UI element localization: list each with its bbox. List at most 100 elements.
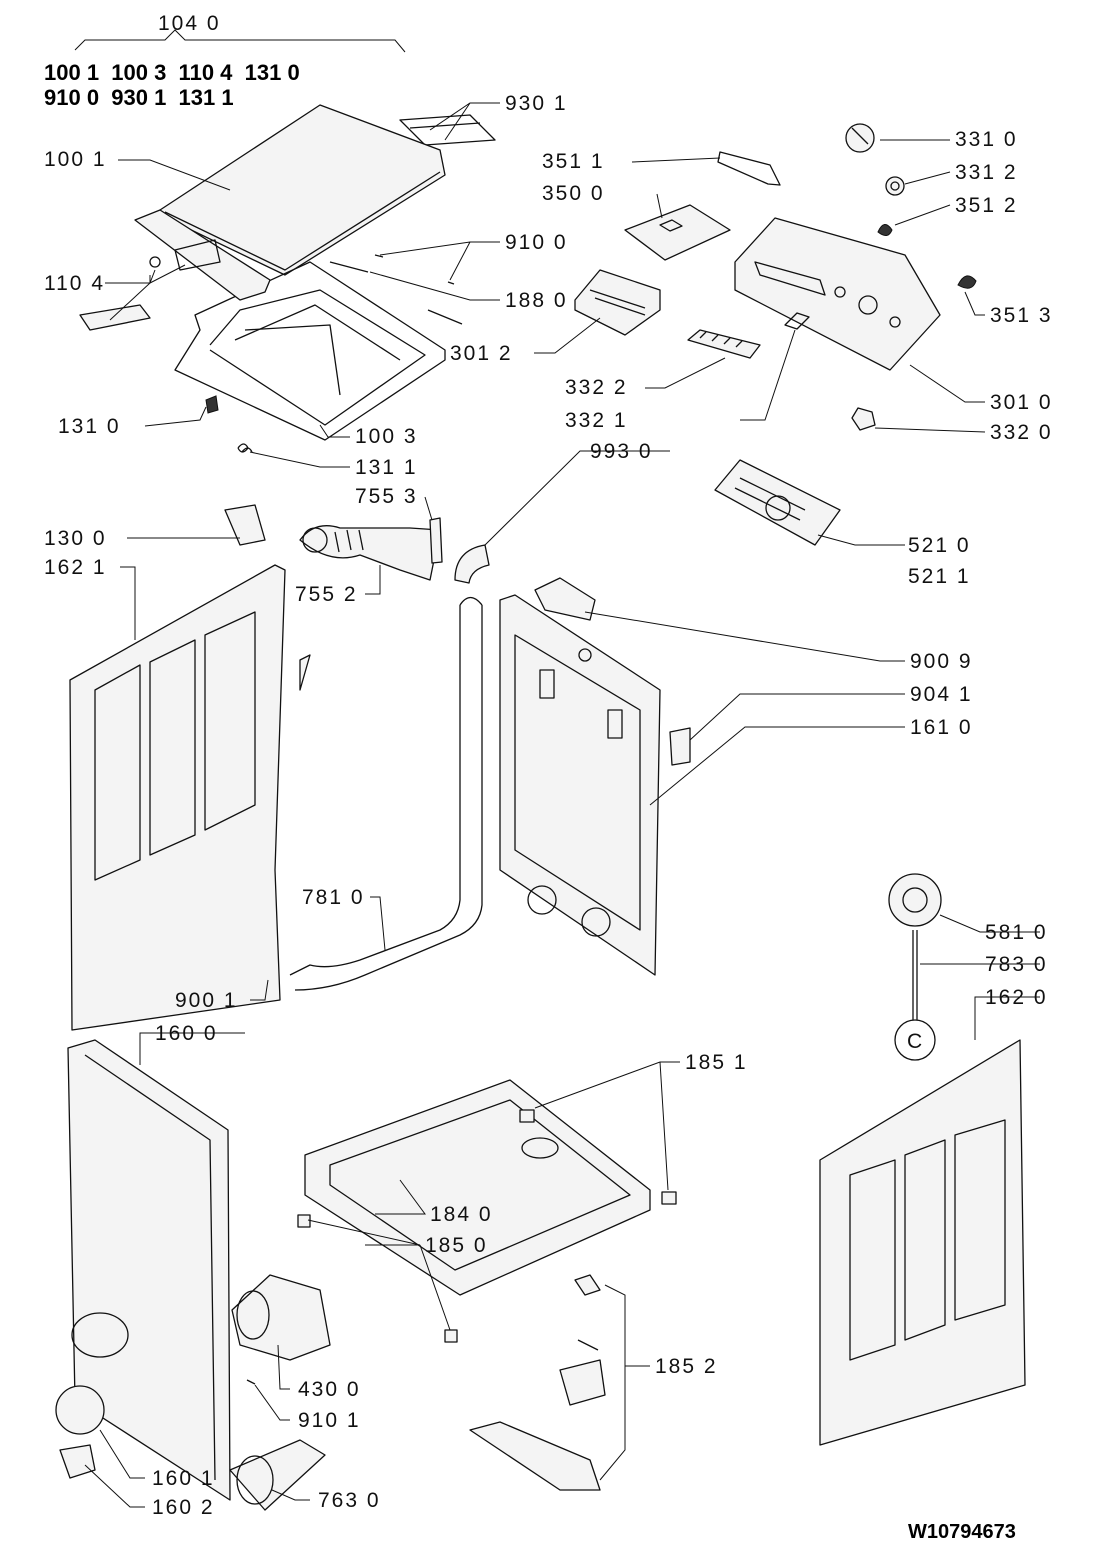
callout-331-0: 331 0 <box>955 128 1018 151</box>
part-185-0-left <box>297 1214 311 1228</box>
callout-185-0: 185 0 <box>425 1234 488 1257</box>
part-331-0 <box>845 123 875 153</box>
part-301-0 <box>734 217 941 371</box>
callout-783-0: 783 0 <box>985 953 1048 976</box>
callout-100-1: 100 1 <box>44 148 107 171</box>
part-100-3 <box>174 261 446 441</box>
part-160-0 <box>67 1039 231 1501</box>
part-332-0 <box>851 407 876 431</box>
callout-130-0: 130 0 <box>44 527 107 550</box>
hoses-group <box>224 504 490 991</box>
part-332-1 <box>784 312 810 330</box>
part-160-1 <box>55 1385 105 1435</box>
callout-351-2: 351 2 <box>955 194 1018 217</box>
callout-430-0: 430 0 <box>298 1378 361 1401</box>
part-350-0 <box>624 204 731 261</box>
callout-184-0: 184 0 <box>430 1203 493 1226</box>
part-c-clip <box>894 1019 936 1061</box>
front-panel <box>67 1039 231 1501</box>
leader-lines <box>84 102 1040 1508</box>
callout-160-2: 160 2 <box>152 1496 215 1519</box>
callout-301-0: 301 0 <box>990 391 1053 414</box>
svg-text:C: C <box>907 1030 924 1053</box>
part-184-0-frame <box>304 1079 651 1296</box>
part-783-0 <box>912 930 918 1020</box>
part-160-2 <box>59 1444 96 1479</box>
part-110-4 <box>79 304 151 331</box>
part-755-3 <box>429 517 443 564</box>
part-930-1 <box>399 114 496 146</box>
callout-900-9: 900 9 <box>910 650 973 673</box>
part-430-0 <box>231 1274 331 1361</box>
callout-160-0: 160 0 <box>155 1022 218 1045</box>
part-904-1 <box>669 727 691 766</box>
part-351-1 <box>717 151 781 186</box>
callout-331-2: 331 2 <box>955 161 1018 184</box>
callout-332-2: 332 2 <box>565 376 628 399</box>
callout-781-0: 781 0 <box>302 886 365 909</box>
part-185-2-c <box>469 1421 601 1491</box>
callout-521-0: 521 0 <box>908 534 971 557</box>
callout-904-1: 904 1 <box>910 683 973 706</box>
callout-185-1: 185 1 <box>685 1051 748 1074</box>
callout-labels: 930 1 100 1 910 0 188 0 110 4 131 0 100 … <box>44 92 1053 1519</box>
part-763-0 <box>229 1439 326 1511</box>
callout-900-1: 900 1 <box>175 989 238 1012</box>
header-group: 104 0 100 1 100 3 110 4 131 0 910 0 930 … <box>44 12 406 110</box>
right-side-panel: C <box>819 873 1026 1446</box>
part-351-3 <box>957 275 977 289</box>
callout-581-0: 581 0 <box>985 921 1048 944</box>
part-131-0 <box>205 395 219 414</box>
base-frame <box>297 654 677 1343</box>
part-185-1-right <box>661 1191 677 1205</box>
callout-332-1: 332 1 <box>565 409 628 432</box>
part-301-2 <box>574 269 661 336</box>
group-label: 104 0 <box>158 12 221 35</box>
callout-301-2: 301 2 <box>450 342 513 365</box>
header-row-1: 100 1 100 3 110 4 131 0 <box>44 60 300 85</box>
part-185-2-a <box>574 1274 601 1296</box>
callout-185-2: 185 2 <box>655 1355 718 1378</box>
callout-763-0: 763 0 <box>318 1489 381 1512</box>
part-910-1 <box>246 1379 256 1385</box>
lid-handle <box>134 209 271 301</box>
callout-993-0: 993 0 <box>590 440 653 463</box>
callout-350-0: 350 0 <box>542 182 605 205</box>
callout-755-3: 755 3 <box>355 485 418 508</box>
group-bracket <box>74 29 406 53</box>
part-781-0 <box>289 605 461 976</box>
callout-110-4: 110 4 <box>44 272 105 295</box>
part-910-0 <box>374 254 455 285</box>
part-993-0 <box>454 544 490 584</box>
callout-188-0: 188 0 <box>505 289 568 312</box>
callout-910-1: 910 1 <box>298 1409 361 1432</box>
callout-162-0: 162 0 <box>985 986 1048 1009</box>
part-185-0-right <box>444 1329 458 1343</box>
part-900-9 <box>534 577 596 621</box>
part-351-2 <box>877 224 893 236</box>
part-162-1 <box>69 564 286 1031</box>
pump-group <box>55 1274 331 1511</box>
left-side-panel <box>69 564 286 1031</box>
part-331-2 <box>885 176 905 196</box>
part-162-0 <box>819 1039 1026 1446</box>
part-521-0 <box>714 459 841 546</box>
callout-351-1: 351 1 <box>542 150 605 173</box>
callout-160-1: 160 1 <box>152 1467 215 1490</box>
part-188-0 <box>329 261 463 325</box>
lid-assembly <box>79 104 496 453</box>
part-185-1-left <box>519 1109 535 1123</box>
callout-910-0: 910 0 <box>505 231 568 254</box>
callout-332-0: 332 0 <box>990 421 1053 444</box>
part-130-0 <box>224 504 266 546</box>
callout-100-3: 100 3 <box>355 425 418 448</box>
part-131-1 <box>237 443 253 453</box>
part-185-2-b <box>559 1359 606 1406</box>
callout-521-1: 521 1 <box>908 565 971 588</box>
callout-131-0: 131 0 <box>58 415 121 438</box>
control-panel-assembly <box>574 123 977 546</box>
caster-group <box>469 1274 606 1491</box>
header-row-2: 910 0 930 1 131 1 <box>44 85 234 110</box>
callout-930-1: 930 1 <box>505 92 568 115</box>
